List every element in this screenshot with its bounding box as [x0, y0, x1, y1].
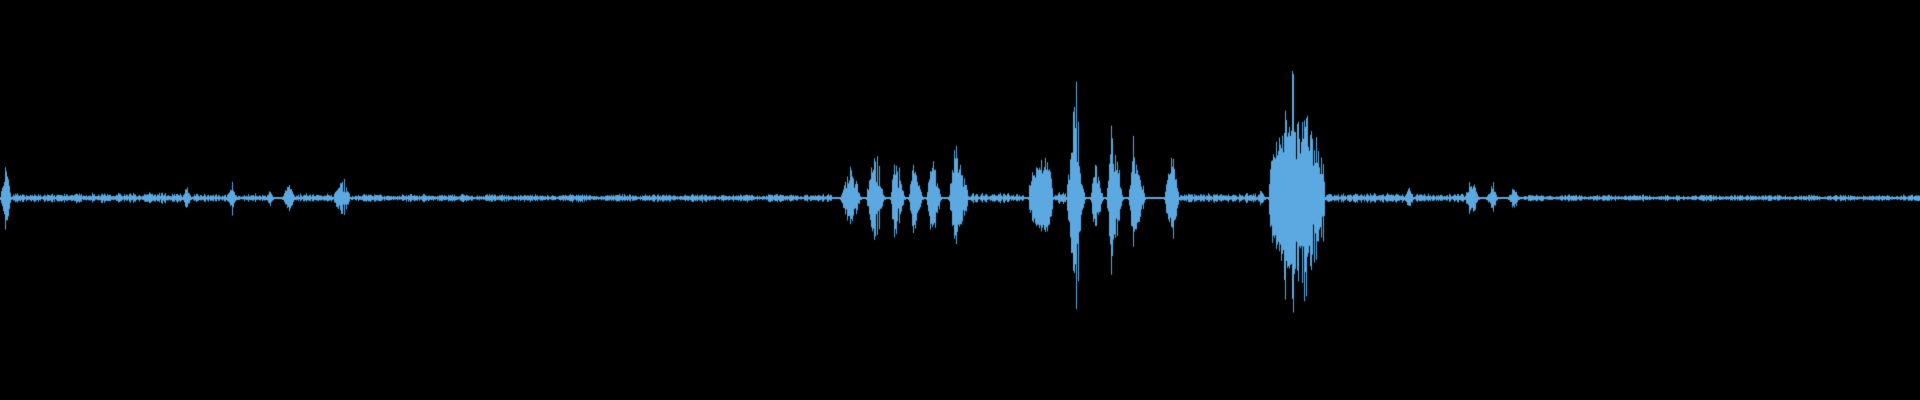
audio-waveform-viewer[interactable] — [0, 0, 1920, 400]
waveform-canvas[interactable] — [0, 0, 1920, 400]
